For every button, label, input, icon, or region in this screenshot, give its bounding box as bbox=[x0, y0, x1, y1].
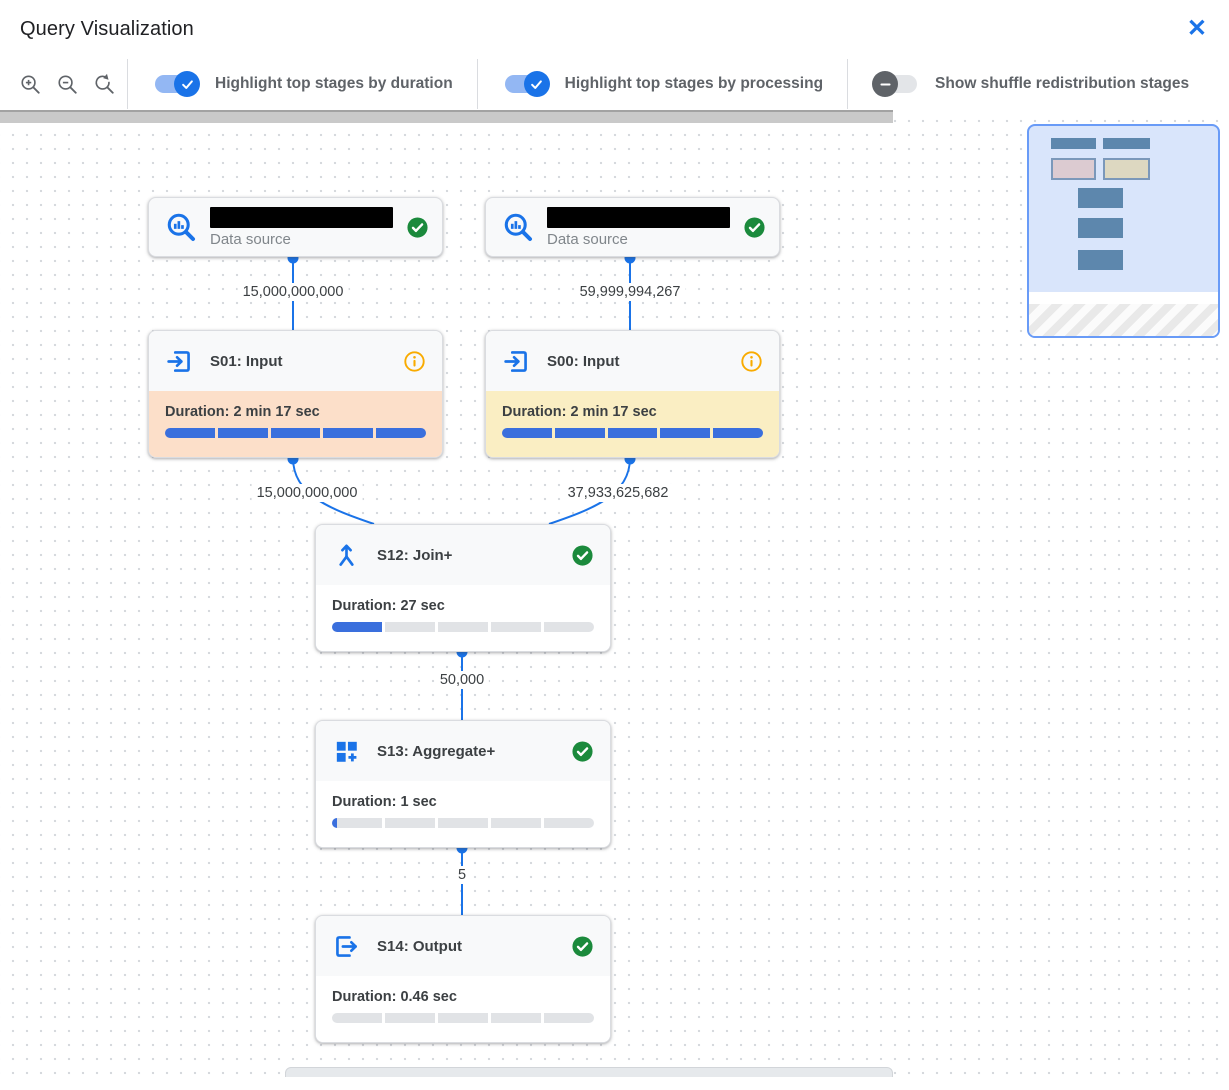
graph-canvas[interactable]: 15,000,000,000 59,999,994,267 15,000,000… bbox=[0, 110, 1229, 1077]
data-source-search-icon bbox=[165, 211, 197, 243]
progress-bar bbox=[332, 622, 594, 632]
success-check-icon bbox=[571, 544, 594, 567]
cutoff-stage-card bbox=[285, 1067, 893, 1077]
edge-label: 50,000 bbox=[434, 671, 490, 689]
data-source-node-1[interactable]: Data source bbox=[148, 197, 443, 257]
toggle-highlight-processing[interactable] bbox=[502, 71, 550, 97]
close-button[interactable]: ✕ bbox=[1187, 17, 1207, 41]
duration-label: Duration: 2 min 17 sec bbox=[165, 404, 320, 420]
toolbar-divider bbox=[127, 59, 128, 109]
toggle-group-processing: Highlight top stages by processing bbox=[482, 71, 843, 97]
stage-title: S14: Output bbox=[377, 937, 462, 955]
redacted-table-name bbox=[547, 206, 730, 228]
minimap-nodes bbox=[1029, 126, 1218, 292]
minimap-hatch-area bbox=[1029, 304, 1218, 336]
zoom-reset-icon bbox=[93, 73, 116, 96]
success-check-icon bbox=[743, 216, 766, 239]
zoom-reset-button[interactable] bbox=[86, 66, 123, 102]
success-check-icon bbox=[406, 216, 429, 239]
toggle-group-duration: Highlight top stages by duration bbox=[132, 71, 473, 97]
zoom-in-button[interactable] bbox=[12, 66, 49, 102]
toggle-label-processing: Highlight top stages by processing bbox=[564, 75, 824, 92]
success-check-icon bbox=[571, 740, 594, 763]
data-source-node-2[interactable]: Data source bbox=[485, 197, 780, 257]
stage-node-s14[interactable]: S14: Output Duration: 0.46 sec bbox=[315, 915, 611, 1043]
aggregate-icon bbox=[332, 737, 361, 766]
zoom-out-button[interactable] bbox=[49, 66, 86, 102]
input-icon bbox=[165, 347, 194, 376]
edge-label: 15,000,000,000 bbox=[237, 283, 349, 301]
minimap-node-highlight-duration bbox=[1051, 158, 1096, 180]
toggle-label-shuffle: Show shuffle redistribution stages bbox=[935, 75, 1190, 92]
toggle-label-duration: Highlight top stages by duration bbox=[215, 75, 453, 92]
data-source-label: Data source bbox=[547, 230, 628, 248]
zoom-out-icon bbox=[56, 73, 79, 96]
toolbar: Highlight top stages by duration Highlig… bbox=[0, 58, 1229, 110]
progress-bar bbox=[165, 428, 426, 438]
edge-label: 15,000,000,000 bbox=[251, 484, 363, 502]
minimap-node bbox=[1078, 188, 1123, 208]
edge-label: 37,933,625,682 bbox=[562, 484, 674, 502]
page-title: Query Visualization bbox=[20, 17, 194, 40]
data-source-search-icon bbox=[502, 211, 534, 243]
zoom-in-icon bbox=[19, 73, 42, 96]
duration-label: Duration: 0.46 sec bbox=[332, 989, 457, 1005]
success-check-icon bbox=[571, 935, 594, 958]
close-icon: ✕ bbox=[1186, 15, 1207, 42]
edge-label: 5 bbox=[452, 866, 472, 884]
toggle-highlight-duration[interactable] bbox=[152, 71, 200, 97]
duration-label: Duration: 2 min 17 sec bbox=[502, 404, 657, 420]
redacted-table-name bbox=[210, 206, 393, 228]
minus-icon bbox=[878, 77, 893, 92]
toggle-group-shuffle: Show shuffle redistribution stages bbox=[852, 71, 1209, 97]
minimap-node bbox=[1078, 218, 1123, 238]
minimap-node-highlight-processing bbox=[1103, 158, 1150, 180]
check-icon bbox=[180, 77, 195, 92]
check-icon bbox=[529, 77, 544, 92]
stage-title: S01: Input bbox=[210, 352, 283, 370]
minimap-node bbox=[1078, 250, 1123, 270]
dialog-header: Query Visualization ✕ bbox=[0, 0, 1229, 58]
duration-label: Duration: 1 sec bbox=[332, 794, 437, 810]
info-icon[interactable] bbox=[740, 350, 763, 373]
toolbar-divider bbox=[847, 59, 849, 109]
stage-title: S00: Input bbox=[547, 352, 620, 370]
duration-label: Duration: 27 sec bbox=[332, 598, 445, 614]
toolbar-divider bbox=[476, 59, 478, 109]
progress-bar bbox=[332, 1013, 594, 1023]
stage-title: S12: Join+ bbox=[377, 546, 453, 564]
stage-title: S13: Aggregate+ bbox=[377, 742, 496, 760]
minimap-gap bbox=[1029, 292, 1218, 304]
output-icon bbox=[332, 932, 361, 961]
stage-node-s01[interactable]: S01: Input Duration: 2 min 17 sec bbox=[148, 330, 443, 458]
data-source-label: Data source bbox=[210, 230, 291, 248]
stage-node-s13[interactable]: S13: Aggregate+ Duration: 1 sec bbox=[315, 720, 611, 848]
join-icon bbox=[332, 541, 361, 570]
progress-bar bbox=[502, 428, 763, 438]
stage-node-s00[interactable]: S00: Input Duration: 2 min 17 sec bbox=[485, 330, 780, 458]
info-icon[interactable] bbox=[403, 350, 426, 373]
minimap-node bbox=[1051, 138, 1096, 149]
stage-node-s12[interactable]: S12: Join+ Duration: 27 sec bbox=[315, 524, 611, 652]
horizontal-scrollbar[interactable] bbox=[0, 110, 893, 123]
input-icon bbox=[502, 347, 531, 376]
toggle-show-shuffle[interactable] bbox=[872, 71, 920, 97]
minimap-panel[interactable] bbox=[1027, 124, 1220, 338]
minimap-node bbox=[1103, 138, 1150, 149]
edge-label: 59,999,994,267 bbox=[574, 283, 686, 301]
progress-bar bbox=[332, 818, 594, 828]
